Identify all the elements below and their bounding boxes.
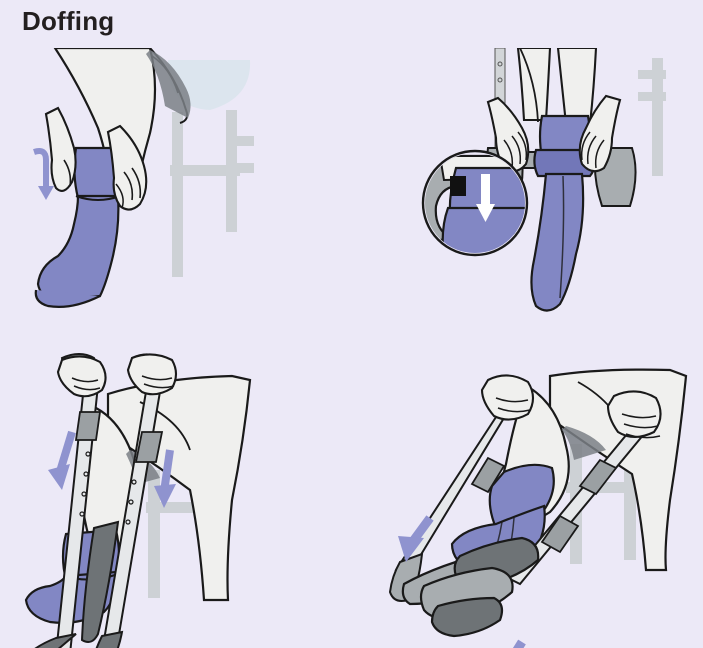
illustration-panel-doffing-aid-pull-off-foot <box>380 348 703 648</box>
page-title: Doffing <box>22 6 115 36</box>
pull-arrow-down-right-icon <box>512 639 526 648</box>
aid-arrow-left-down-icon <box>48 430 76 490</box>
pull-arrow-down-left-icon <box>398 515 434 562</box>
illustration-panel-doffing-aid-two-handles-down <box>0 350 290 648</box>
magnifier-inset <box>421 149 529 257</box>
legs <box>516 48 598 126</box>
hands-on-handles <box>480 374 662 439</box>
illustration-panel-roll-down-stocking-seated-detail <box>400 48 703 326</box>
inset-arrow-down-icon <box>476 174 495 222</box>
hook-arrow-down-icon <box>33 148 54 200</box>
chair <box>638 58 666 176</box>
aid-arrow-right-down-icon <box>154 449 176 508</box>
hands <box>44 106 148 211</box>
illustration-panel-roll-down-stocking-standing <box>0 48 290 318</box>
hands <box>486 94 622 173</box>
hands-on-handles <box>56 353 178 398</box>
